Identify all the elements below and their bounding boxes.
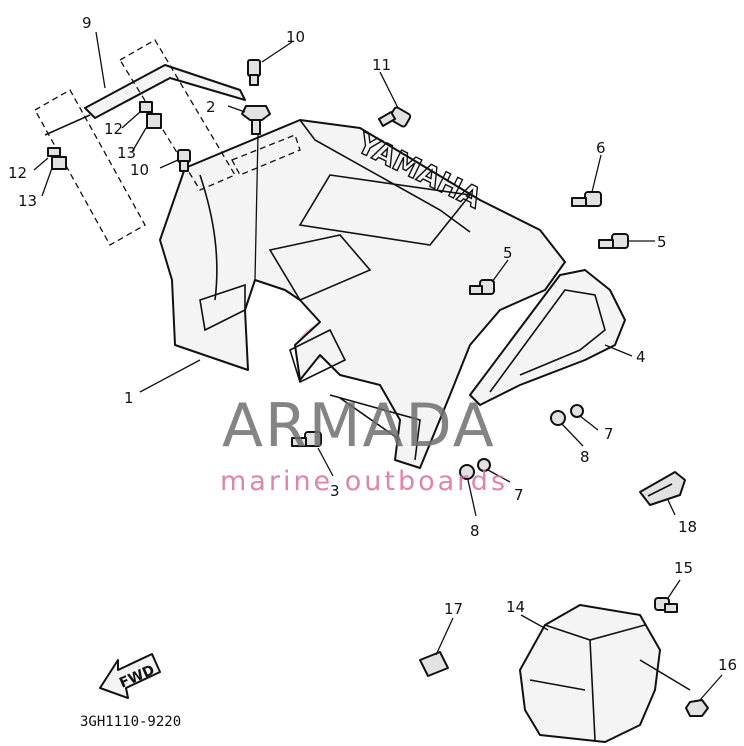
watermark-title: ARMADA: [222, 391, 496, 461]
bolt-10-top: [247, 59, 261, 86]
bolt-15: [654, 597, 678, 613]
bolt-10-left: [177, 149, 191, 172]
callout-18: 18: [678, 518, 697, 536]
callout-6: 6: [596, 139, 606, 157]
pad-17-part: [419, 651, 449, 677]
bolt-5-right: [598, 233, 629, 249]
dashed-guide-center: [231, 134, 301, 176]
callout-16: 16: [718, 656, 737, 674]
leader-lines: [33, 31, 723, 701]
callout-13-lower: 13: [18, 192, 37, 210]
dashed-guide-left: [34, 89, 146, 246]
callout-17: 17: [444, 600, 463, 618]
washer-nut-7-8-center: [459, 458, 491, 480]
clip-12-13-upper: [139, 101, 162, 129]
drawing-code: 3GH1110-9220: [80, 714, 181, 730]
callout-12-lower: 12: [8, 164, 27, 182]
callout-14: 14: [506, 598, 525, 616]
callout-3: 3: [330, 482, 340, 500]
callout-7-center: 7: [514, 486, 524, 504]
callout-7-right: 7: [604, 425, 614, 443]
callout-5-right: 5: [657, 233, 667, 251]
callout-2: 2: [206, 98, 216, 116]
bolt-5-center: [469, 279, 495, 295]
bolt-3: [291, 431, 322, 447]
watermark-subtitle: marine outboards: [220, 466, 508, 497]
washer-nut-7-8-right: [550, 404, 584, 426]
callout-5-center: 5: [503, 244, 513, 262]
rear-fender-part: [159, 119, 566, 469]
nut-16: [685, 699, 709, 717]
callout-15: 15: [674, 559, 693, 577]
callout-8-right: 8: [580, 448, 590, 466]
callout-11: 11: [372, 56, 391, 74]
callout-4: 4: [636, 348, 646, 366]
callout-numbers: 9 10 2 11 12 13 12 13 10 6 5 5 4 1 3 7 8…: [8, 14, 737, 674]
callout-9: 9: [82, 14, 92, 32]
callout-1: 1: [124, 389, 134, 407]
bolt-2: [241, 105, 271, 135]
storage-box-part: [519, 604, 691, 743]
clip-12-13-lower: [47, 147, 67, 170]
callout-13-upper: 13: [117, 144, 136, 162]
callout-10-left: 10: [130, 161, 149, 179]
rail-strip-part: [44, 64, 246, 136]
bolt-6: [571, 191, 602, 207]
callout-12-upper: 12: [104, 120, 123, 138]
clip-18-part: [639, 471, 686, 506]
bolt-11: [377, 106, 412, 128]
forward-direction-arrow: FWD: [99, 653, 161, 699]
callout-8-center: 8: [470, 522, 480, 540]
side-flap-part: [469, 269, 626, 406]
callout-10-top: 10: [286, 28, 305, 46]
